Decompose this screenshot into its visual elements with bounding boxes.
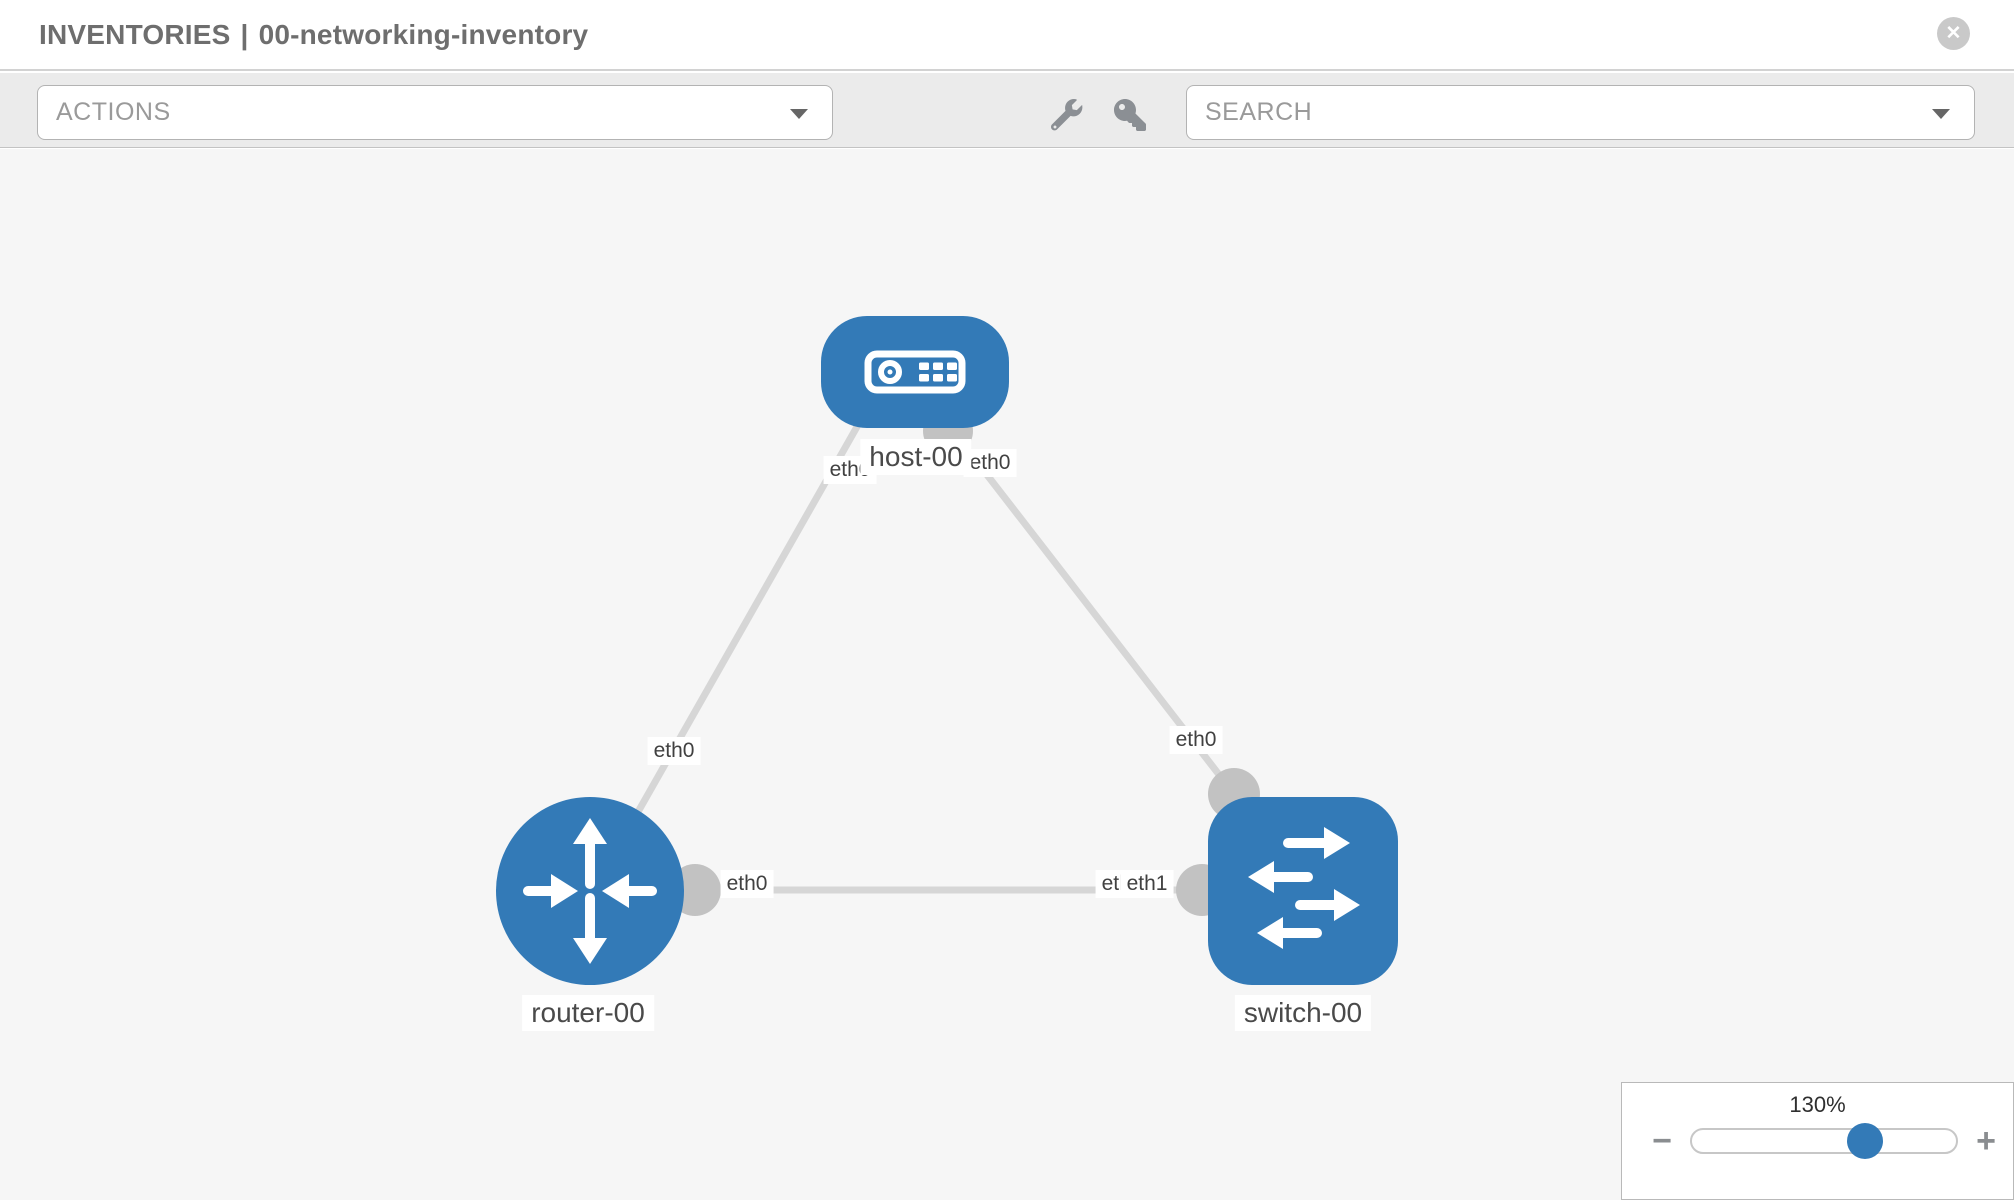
- breadcrumb-separator: |: [240, 19, 249, 50]
- topology-graph: [496, 316, 1398, 985]
- close-icon: ✕: [1945, 23, 1962, 44]
- node-label-switch: switch-00: [1234, 995, 1372, 1031]
- inventory-name: 00-networking-inventory: [258, 19, 589, 50]
- interface-label: eth1: [1120, 870, 1174, 898]
- interface-label: eth0: [963, 449, 1017, 477]
- node-label-host: host-00: [860, 439, 972, 475]
- zoom-level-value: 130%: [1789, 1092, 1846, 1117]
- node-switch[interactable]: [1208, 797, 1398, 985]
- router-icon-arrowheads: [551, 818, 629, 964]
- search-dropdown[interactable]: SEARCH: [1186, 85, 1975, 140]
- zoom-slider-track[interactable]: [1690, 1123, 1958, 1159]
- host-icon: [864, 350, 966, 394]
- chevron-down-icon: [1932, 109, 1950, 119]
- interface-label: eth0: [720, 870, 774, 898]
- zoom-out-button[interactable]: −: [1652, 1122, 1672, 1160]
- zoom-slider-thumb[interactable]: [1847, 1123, 1883, 1159]
- close-button[interactable]: ✕: [1937, 17, 1970, 50]
- actions-dropdown-label: ACTIONS: [56, 98, 171, 126]
- node-host[interactable]: [821, 316, 1009, 428]
- interface-label: eth0: [647, 737, 701, 765]
- search-dropdown-label: SEARCH: [1205, 98, 1313, 126]
- router-icon: [523, 837, 657, 945]
- breadcrumb-section: INVENTORIES: [39, 19, 231, 50]
- zoom-control-panel: 130% − +: [1621, 1082, 2014, 1200]
- switch-icon-arrowheads: [1248, 827, 1360, 949]
- chevron-down-icon: [790, 109, 808, 119]
- interface-label: eth0: [1169, 726, 1223, 754]
- page-title: INVENTORIES | 00-networking-inventory: [39, 0, 588, 69]
- key-icon[interactable]: [1114, 99, 1146, 131]
- toolbar: ACTIONS SEARCH: [0, 73, 2014, 148]
- wrench-icon[interactable]: [1051, 99, 1083, 131]
- actions-dropdown[interactable]: ACTIONS: [37, 85, 833, 140]
- header: INVENTORIES | 00-networking-inventory ✕: [0, 0, 2014, 71]
- zoom-in-button[interactable]: +: [1976, 1122, 1996, 1160]
- link-host-router[interactable]: [626, 423, 862, 828]
- switch-icon: [1263, 838, 1343, 938]
- node-router[interactable]: [496, 797, 684, 985]
- topology-canvas[interactable]: eth0 eth0 eth0 eth0 eth0 eth0 eth1 host-…: [0, 149, 2014, 1200]
- node-label-router: router-00: [522, 995, 654, 1031]
